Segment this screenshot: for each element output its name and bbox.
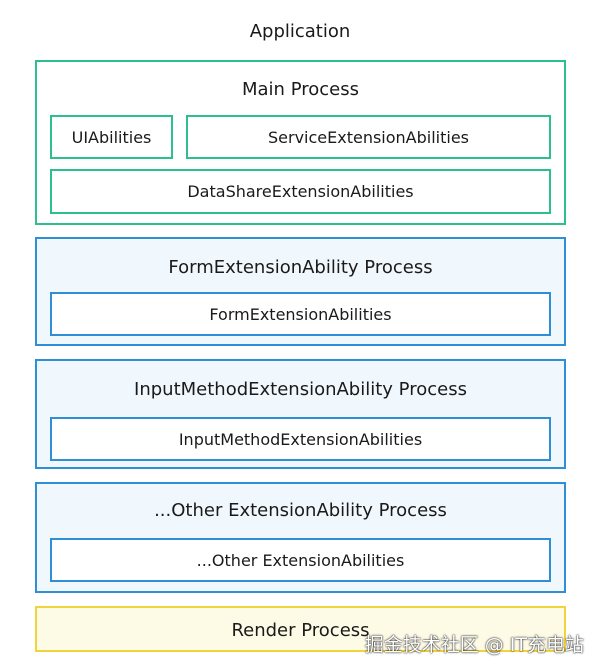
main-process-title: Main Process [242,79,359,100]
other-extension-abilities-box: ...Other ExtensionAbilities [50,538,551,582]
form-extension-abilities-box: FormExtensionAbilities [50,292,551,336]
render-process-box [35,606,566,652]
form-process-title: FormExtensionAbility Process [168,257,433,278]
datashare-extension-abilities-box: DataShareExtensionAbilities [50,169,551,214]
input-method-extension-abilities-box: InputMethodExtensionAbilities [50,417,551,461]
render-process-title: Render Process [231,620,370,641]
service-extension-abilities-box: ServiceExtensionAbilities [186,115,551,159]
other-process-title: ...Other ExtensionAbility Process [154,500,447,521]
input-method-process-title: InputMethodExtensionAbility Process [134,379,467,400]
uiabilities-box: UIAbilities [50,115,173,159]
watermark: 掘金技术社区 @ IT充电站 [364,634,584,656]
application-label: Application [249,21,351,42]
